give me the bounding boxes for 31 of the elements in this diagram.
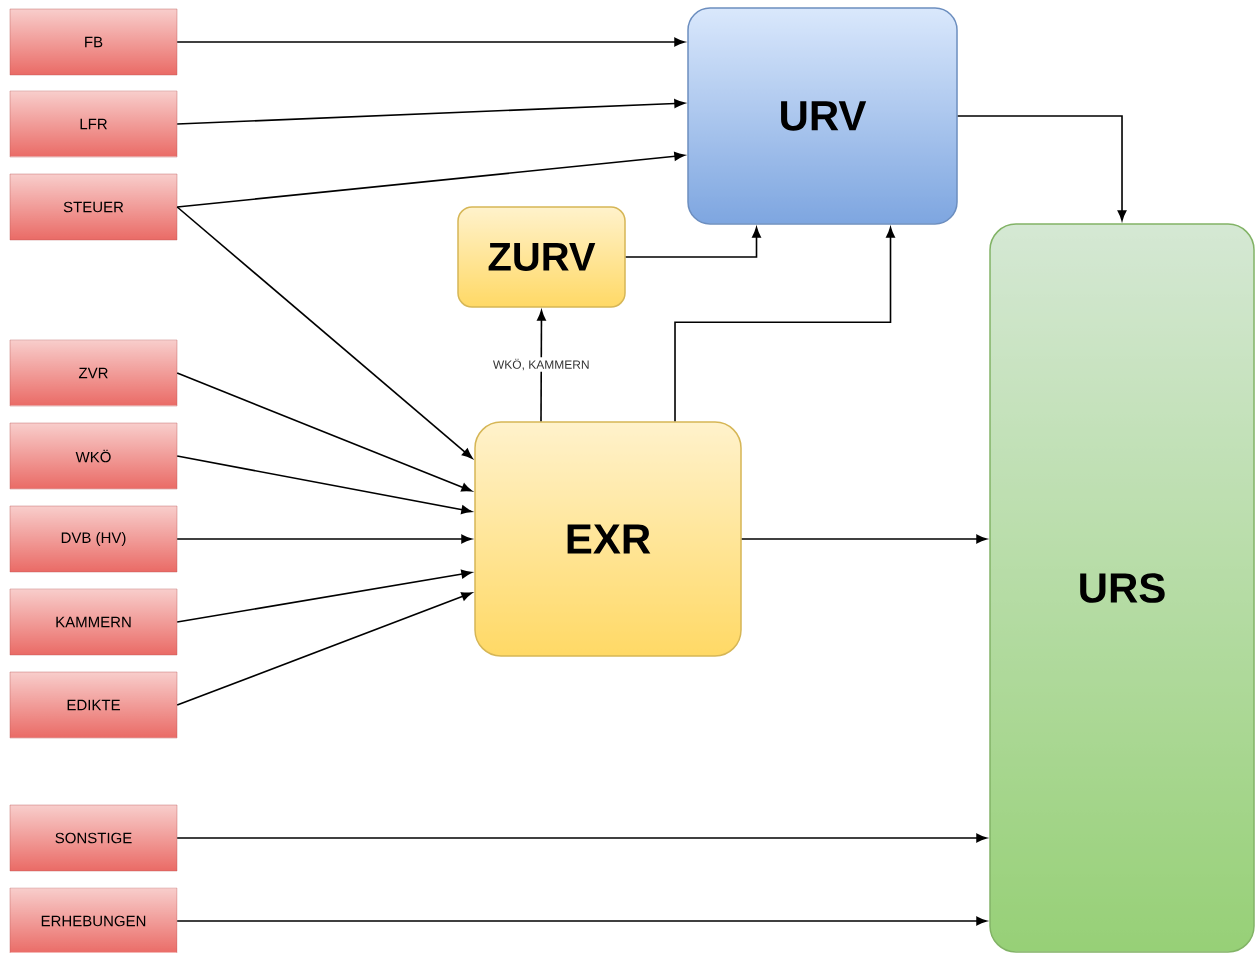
process-box: EXR	[474, 421, 742, 657]
arrow	[740, 534, 987, 544]
arrow	[176, 592, 473, 706]
source-box: DVB (HV)	[9, 505, 178, 573]
source-box: KAMMERN	[9, 588, 178, 656]
arrow	[176, 151, 685, 208]
arrow	[176, 206, 473, 459]
arrow	[176, 833, 987, 843]
source-box: FB	[9, 8, 178, 76]
source-box: ERHEBUNGEN	[9, 887, 178, 953]
arrow	[176, 455, 472, 515]
source-box: STEUER	[9, 173, 178, 241]
source-box: SONSTIGE	[9, 804, 178, 872]
arrow	[624, 227, 761, 258]
edge-label: WKÖ, KAMMERN	[491, 357, 592, 372]
arrow	[956, 115, 1127, 221]
source-box: EDIKTE	[9, 671, 178, 739]
arrow	[176, 916, 987, 926]
source-box: LFR	[9, 90, 178, 158]
system-box: URS	[989, 223, 1255, 953]
arrow	[176, 372, 473, 492]
arrow	[537, 310, 546, 423]
arrow	[176, 99, 685, 125]
arrow	[176, 569, 472, 623]
source-box: WKÖ	[9, 422, 178, 490]
arrow	[674, 227, 895, 423]
arrow	[176, 534, 472, 544]
process-box: ZURV	[457, 206, 626, 308]
arrow	[176, 37, 685, 47]
process-box: URV	[687, 7, 958, 225]
source-box: ZVR	[9, 339, 178, 407]
